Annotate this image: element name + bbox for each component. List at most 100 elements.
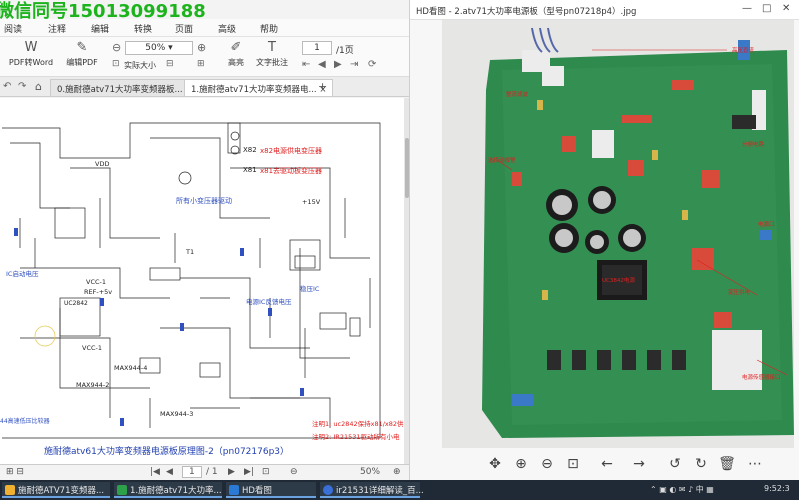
next-page-icon[interactable]: ▶: [334, 59, 342, 70]
tab-close-icon[interactable]: ×: [319, 85, 327, 95]
max944-2-label: MAX944-2: [76, 381, 110, 389]
pdf-menubar: 阅读 注释 编辑 转换 页面 高级 帮助: [0, 19, 409, 37]
zoom-out-image-icon[interactable]: ⊖: [541, 456, 553, 472]
max944-4-label: MAX944-4: [114, 364, 148, 372]
task-hd-viewer[interactable]: HD看图: [226, 482, 316, 498]
maximize-icon[interactable]: □: [762, 3, 772, 14]
last-page-status-icon[interactable]: ▶|: [244, 467, 254, 477]
task-browser[interactable]: ir21531详细解读_百...: [320, 482, 424, 498]
status-zoom-value[interactable]: 50%: [360, 467, 381, 477]
pcb-label-alarm: 选择动报警: [488, 158, 516, 164]
tab-doc-0-label: 0.施耐德atv71大功率变频器板...: [57, 85, 183, 95]
move-icon[interactable]: ✥: [489, 456, 501, 472]
schematic-page: X82 X81 x82电源供电变压器 x81去驱动板变压器 VDD 所有小变压器…: [0, 98, 404, 464]
zoom-out-icon[interactable]: ⊖: [112, 41, 122, 54]
home-icon[interactable]: ⌂: [35, 80, 42, 93]
zoom-select[interactable]: 50% ▾: [125, 41, 193, 55]
pcb-label-hv-dc: 高压直流: [732, 48, 755, 54]
menu-read[interactable]: 阅读: [4, 25, 23, 35]
tab-doc-1-label: 1.施耐德atv71大功率变频器电...: [191, 85, 317, 95]
regulator-ic-note: 稳压IC: [300, 285, 320, 293]
pcb-label-divider: 分频电路: [742, 142, 765, 148]
previous-image-icon[interactable]: ←: [601, 456, 613, 472]
pcb-label-port: 电源口: [758, 222, 775, 228]
pdf-to-word-button[interactable]: W PDF转Word: [6, 41, 56, 68]
text-t-icon: T: [268, 40, 276, 55]
menu-advanced[interactable]: 高级: [218, 25, 237, 35]
vertical-scrollbar[interactable]: [404, 98, 409, 464]
new-tab-icon[interactable]: +: [318, 80, 328, 93]
highlight-button[interactable]: ✐ 高亮: [222, 41, 250, 68]
zoom-in-icon[interactable]: ⊕: [197, 41, 207, 54]
tab-doc-0[interactable]: 0.施耐德atv71大功率变频器板...: [50, 79, 190, 96]
task-folder[interactable]: 施耐德ATV71变频器...: [2, 482, 110, 498]
prev-page-icon[interactable]: ◀: [318, 59, 326, 70]
minimize-icon[interactable]: —: [742, 3, 752, 14]
image-viewer-toolbar: ✥ ⊕ ⊖ ⊡ ← → ↺ ↻ 🗑 ⋯: [410, 450, 799, 480]
rotate-left-icon[interactable]: ↺: [669, 456, 681, 472]
tab-doc-1[interactable]: 1.施耐德atv71大功率变频器电... ×: [184, 79, 334, 96]
status-page-total: / 1: [206, 467, 218, 477]
pdf-toolbar: W PDF转Word ✎ 编辑PDF ⊖ 50% ▾ ⊕ ⊡ 实际大小 ⊟ ⊞ …: [0, 37, 409, 77]
first-page-status-icon[interactable]: |◀: [150, 467, 160, 477]
status-zoom-in-icon[interactable]: ⊕: [393, 467, 401, 477]
next-image-icon[interactable]: →: [633, 456, 645, 472]
ic-start-note: IC启动电压: [6, 270, 39, 278]
pdf-statusbar: ⊞ ⊟ |◀ ◀ 1 / 1 ▶ ▶| ⊡ ⊖ 50% ⊕: [0, 464, 409, 480]
status-page-input[interactable]: 1: [182, 466, 202, 478]
text-annotation-button[interactable]: T 文字批注: [254, 41, 290, 68]
tray-icons[interactable]: ⌃ ▣ ◐ ✉ ♪ 中 ▦: [650, 485, 714, 494]
rotate-icon[interactable]: ⟳: [368, 59, 377, 70]
pcb-label-sensor: 电源传感器接口: [742, 375, 781, 381]
fit-width-icon[interactable]: ⊟: [166, 59, 174, 69]
pcb-label-rectifier: 整流滤波: [506, 92, 529, 98]
menu-help[interactable]: 帮助: [260, 25, 279, 35]
image-viewer-title: HD看图 - 2.atv71大功率电源板（型号pn07218p4）.jpg: [416, 7, 637, 17]
image-viewer-window: HD看图 - 2.atv71大功率电源板（型号pn07218p4）.jpg — …: [410, 0, 799, 480]
prev-page-status-icon[interactable]: ◀: [166, 467, 173, 477]
small-transformer-note: 所有小变压器驱动: [176, 197, 232, 205]
menu-edit[interactable]: 编辑: [91, 25, 110, 35]
fit-page-icon[interactable]: ⊞: [197, 59, 205, 69]
actual-size-icon: ⊡: [112, 59, 120, 69]
view-mode-icon[interactable]: ⊞ ⊟: [6, 467, 24, 477]
actual-size-button[interactable]: 实际大小: [124, 61, 156, 70]
delete-icon[interactable]: 🗑: [718, 456, 736, 472]
fit-status-icon[interactable]: ⊡: [262, 467, 270, 477]
task-pdf[interactable]: 1.施耐德atv71大功率...: [114, 482, 222, 498]
clock[interactable]: 9:52:3: [764, 484, 790, 493]
menu-convert[interactable]: 转换: [134, 25, 153, 35]
task-hd-viewer-label: HD看图: [242, 486, 272, 496]
x81-label: X81: [243, 166, 257, 174]
back-icon[interactable]: ↶: [3, 81, 12, 92]
menu-annotate[interactable]: 注释: [48, 25, 67, 35]
menu-page[interactable]: 页面: [175, 25, 194, 35]
forward-icon[interactable]: ↷: [18, 81, 27, 92]
x82-note: x82电源供电变压器: [260, 147, 323, 155]
edit-doc-icon: ✎: [76, 40, 88, 55]
scrollbar-thumb[interactable]: [405, 138, 409, 198]
next-page-status-icon[interactable]: ▶: [228, 467, 235, 477]
page-number-input[interactable]: 1: [302, 41, 332, 55]
more-icon[interactable]: ⋯: [748, 456, 762, 472]
schematic-caption: 施耐德atv61大功率变频器电源板原理图-2（pn072176p3）: [44, 447, 290, 457]
edit-pdf-button[interactable]: ✎ 编辑PDF: [62, 41, 102, 68]
rotate-right-icon[interactable]: ↻: [695, 456, 707, 472]
max944-3-label: MAX944-3: [160, 410, 194, 418]
edit-pdf-label: 编辑PDF: [66, 58, 98, 67]
power-ic-feedback-note: 电源IC反馈电压: [246, 298, 292, 306]
first-page-icon[interactable]: ⇤: [302, 59, 311, 70]
pdf-to-word-label: PDF转Word: [8, 58, 54, 67]
pdf-viewer-window: 微信同号15013099188 阅读 注释 编辑 转换 页面 高级 帮助 W P…: [0, 0, 410, 480]
note-2: 注明2: IR21531驱动所有小电: [312, 433, 400, 441]
fit-screen-icon[interactable]: ⊡: [567, 456, 579, 472]
image-app-icon: [229, 485, 239, 495]
zoom-value: 50%: [145, 43, 166, 53]
zoom-in-image-icon[interactable]: ⊕: [515, 456, 527, 472]
last-page-icon[interactable]: ⇥: [350, 59, 359, 70]
task-folder-label: 施耐德ATV71变频器...: [18, 486, 105, 496]
watermark-text: 微信同号15013099188: [0, 1, 206, 22]
close-icon[interactable]: ✕: [782, 3, 791, 14]
status-zoom-out-icon[interactable]: ⊖: [290, 467, 298, 477]
image-viewer-titlebar: HD看图 - 2.atv71大功率电源板（型号pn07218p4）.jpg — …: [410, 0, 799, 20]
